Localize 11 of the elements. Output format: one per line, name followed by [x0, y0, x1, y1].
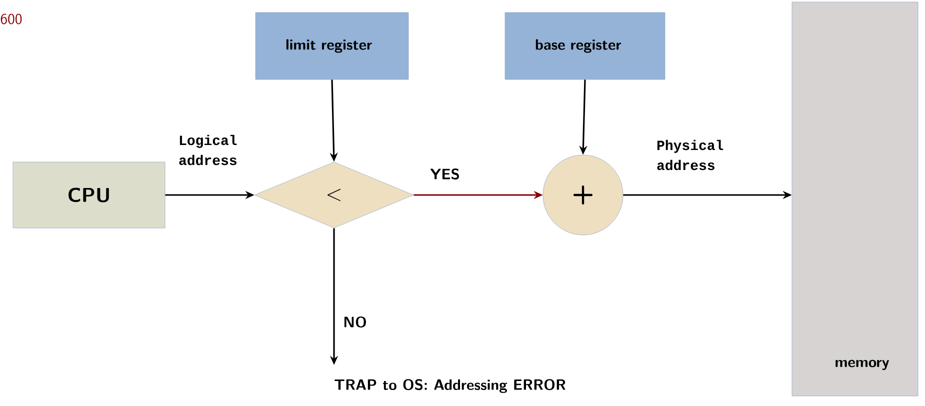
register-box: base register	[504, 12, 666, 80]
register-box: limit register	[255, 12, 409, 80]
edge-label: YES	[430, 168, 459, 180]
memory-label: memory	[836, 360, 889, 370]
error-text: TRAP to OS: Addressing ERROR	[334, 379, 566, 393]
process-box: CPU	[12, 162, 166, 228]
page-number: 600	[0, 14, 22, 24]
edge-label: Physical address	[657, 140, 724, 170]
edge-label: NO	[344, 316, 366, 328]
memory-box	[792, 2, 918, 396]
edge-label: Logical address	[179, 134, 237, 166]
